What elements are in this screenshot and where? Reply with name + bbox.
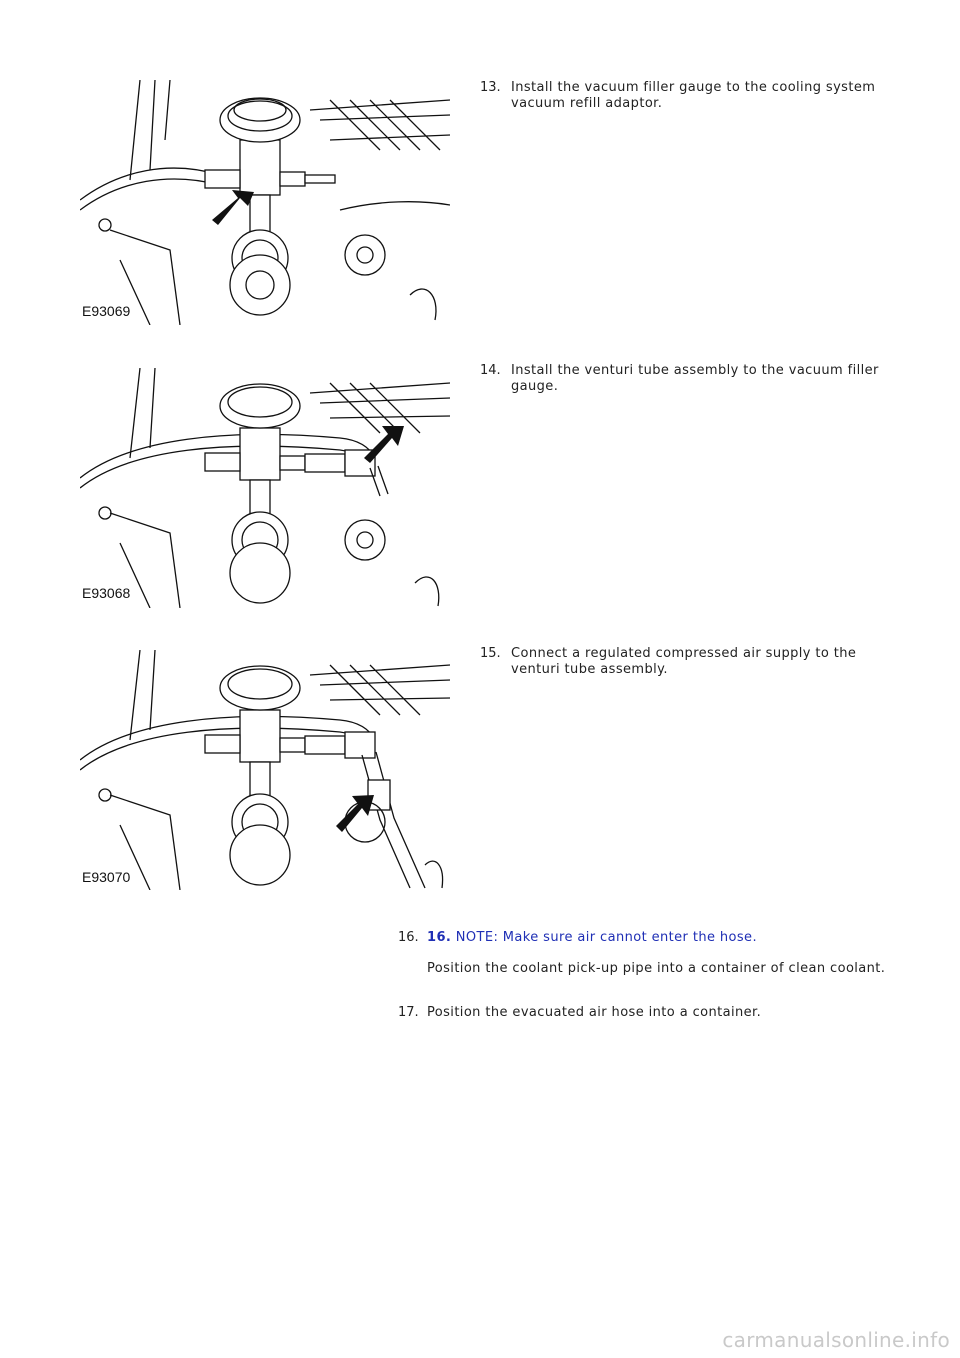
step-16-note-text: NOTE: Make sure air cannot enter the hos… — [455, 930, 757, 945]
step-14-text-line2: gauge. — [511, 379, 559, 394]
arrow-marker — [364, 426, 404, 463]
figure-e93068: E93068 — [80, 368, 450, 608]
figure-label: E93068 — [82, 585, 130, 601]
arrow-marker — [336, 795, 374, 832]
step-15-text-line2: venturi tube assembly. — [511, 662, 668, 677]
figure-e93069: E93069 — [80, 80, 450, 325]
step-14-number: 14. — [480, 363, 501, 378]
step-16-note-number: 16. — [427, 930, 452, 945]
step-15-text-line1: Connect a regulated compressed air suppl… — [511, 646, 857, 661]
step-17-text: Position the evacuated air hose into a c… — [427, 1005, 762, 1020]
venturi-tube-illustration: E93068 — [80, 368, 450, 608]
vacuum-filler-gauge-illustration: E93069 — [80, 80, 450, 325]
step-16-note: 16. NOTE: Make sure air cannot enter the… — [427, 930, 757, 946]
figure-label: E93070 — [82, 869, 130, 885]
step-16-text: Position the coolant pick-up pipe into a… — [427, 961, 886, 976]
step-13-text-line1: Install the vacuum filler gauge to the c… — [511, 80, 876, 95]
step-13-text-line2: vacuum refill adaptor. — [511, 96, 663, 111]
step-13-number: 13. — [480, 80, 501, 95]
arrow-marker — [212, 190, 254, 225]
figure-label: E93069 — [82, 303, 130, 319]
step-16-number: 16. — [398, 930, 419, 945]
figure-e93070: E93070 — [80, 650, 450, 890]
compressed-air-illustration: E93070 — [80, 650, 450, 890]
step-14-text-line1: Install the venturi tube assembly to the… — [511, 363, 879, 378]
step-15-number: 15. — [480, 646, 501, 661]
step-17-number: 17. — [398, 1005, 419, 1020]
footer-watermark: carmanualsonline.info — [722, 1328, 950, 1352]
